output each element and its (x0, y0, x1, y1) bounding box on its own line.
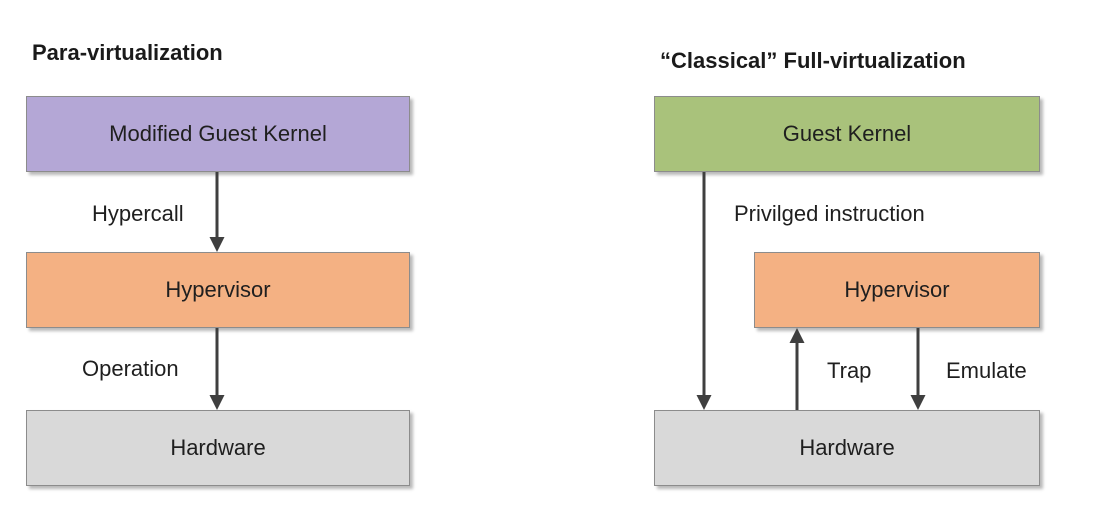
para-hardware-box: Hardware (26, 410, 410, 486)
guest-kernel-box: Guest Kernel (654, 96, 1040, 172)
para-hypervisor-box: Hypervisor (26, 252, 410, 328)
privileged-instruction-label: Privilged instruction (734, 201, 925, 226)
modified-guest-kernel-box: Modified Guest Kernel (26, 96, 410, 172)
trap-label: Trap (827, 358, 872, 383)
full-hypervisor-box: Hypervisor (754, 252, 1040, 328)
full-virtualization-title: “Classical” Full-virtualization (660, 48, 966, 73)
full-hardware-box: Hardware (654, 410, 1040, 486)
para-virtualization-title: Para-virtualization (32, 40, 223, 65)
operation-label: Operation (82, 356, 179, 381)
emulate-label: Emulate (946, 358, 1027, 383)
hypercall-label: Hypercall (92, 201, 184, 226)
